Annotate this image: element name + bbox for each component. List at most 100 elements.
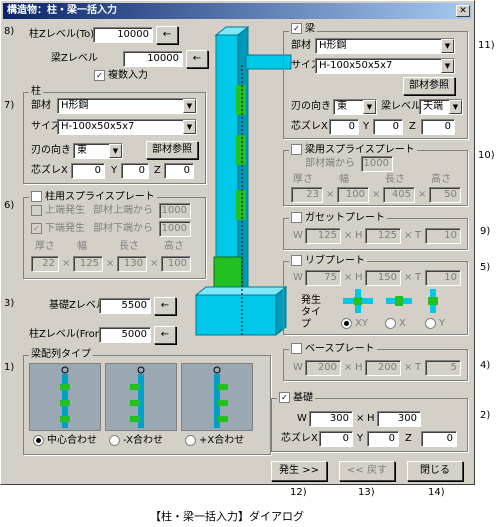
layout-preview-minus-x[interactable] bbox=[105, 363, 177, 431]
gusset-w-input[interactable]: 125 bbox=[305, 228, 341, 244]
times-icon: × bbox=[150, 258, 159, 269]
beam-y-label: Y bbox=[363, 121, 370, 132]
beam-member-select[interactable]: H形鋼▼ bbox=[315, 38, 455, 54]
close-button[interactable]: 閉じる bbox=[407, 461, 463, 481]
gusset-h-input[interactable]: 125 bbox=[365, 228, 401, 244]
multi-input-checkbox[interactable]: ✓複数入力 bbox=[94, 69, 148, 83]
rib-h-input[interactable]: 150 bbox=[365, 270, 401, 286]
gusset-t-label: T bbox=[415, 230, 422, 241]
rib-radio-y[interactable]: Y bbox=[425, 317, 445, 331]
col-splice-upper-input[interactable]: 1000 bbox=[159, 203, 191, 219]
gusset-t-input[interactable]: 10 bbox=[425, 228, 461, 244]
baseplate-t-input[interactable]: 5 bbox=[425, 360, 461, 376]
found-z-input[interactable]: 5500 bbox=[99, 298, 151, 314]
beam-size-label: サイズ bbox=[291, 60, 321, 71]
gusset-h-label: H bbox=[355, 230, 363, 241]
radio-icon bbox=[185, 434, 196, 446]
foundation-title[interactable]: ✓基礎 bbox=[277, 392, 315, 405]
col-splice-lower-input[interactable]: 1000 bbox=[159, 221, 191, 237]
beam-offset-x[interactable]: 0 bbox=[329, 119, 359, 135]
foundation-z-label: Z bbox=[405, 433, 412, 444]
layout-preview-plus-x[interactable] bbox=[181, 363, 253, 431]
rib-w-input[interactable]: 75 bbox=[305, 270, 341, 286]
col-splice-len[interactable]: 130 bbox=[117, 256, 147, 272]
column-size-select[interactable]: H-100x50x5x7▼ bbox=[57, 119, 197, 135]
beam-offset-z[interactable]: 0 bbox=[421, 119, 455, 135]
foundation-h-input[interactable]: 300 bbox=[377, 411, 421, 427]
column-offset-x[interactable]: 0 bbox=[71, 163, 105, 179]
column-offset-y[interactable]: 0 bbox=[121, 163, 149, 179]
col-splice-thick[interactable]: 22 bbox=[31, 256, 59, 272]
beam-splice-title[interactable]: 梁用スプライスプレート bbox=[289, 144, 417, 157]
beam-dir-select[interactable]: 東▼ bbox=[333, 99, 377, 115]
beam-splice-width[interactable]: 100 bbox=[337, 187, 369, 203]
found-z-label: 基礎Zレベル bbox=[49, 300, 106, 311]
column-member-select[interactable]: H形鋼▼ bbox=[57, 98, 197, 114]
gusset-title[interactable]: ガセットプレート bbox=[289, 212, 387, 225]
rib-label: リブプレート bbox=[305, 255, 365, 267]
layout-plus-x-label: +X合わせ bbox=[199, 435, 245, 446]
layout-center-icon bbox=[60, 366, 70, 428]
col-splice-width[interactable]: 125 bbox=[73, 256, 103, 272]
beam-z-pick-button[interactable]: ← bbox=[186, 50, 208, 68]
times-icon: × bbox=[372, 189, 381, 200]
column-dir-select[interactable]: 東▼ bbox=[73, 143, 123, 159]
beam-group-title[interactable]: ✓梁 bbox=[289, 23, 317, 36]
layout-plus-x-icon bbox=[213, 366, 228, 428]
chevron-down-icon: ▼ bbox=[109, 144, 122, 158]
foundation-y-label: Y bbox=[357, 433, 364, 444]
col-splice-title[interactable]: 柱用スプライスプレート bbox=[29, 191, 157, 204]
rib-x-icon[interactable] bbox=[386, 289, 412, 313]
layout-center-label: 中心合わせ bbox=[47, 435, 97, 446]
checkbox-icon bbox=[31, 204, 42, 216]
generate-button[interactable]: 発生 >> bbox=[271, 461, 327, 481]
beam-splice-len[interactable]: 405 bbox=[383, 187, 415, 203]
rib-radio-x[interactable]: X bbox=[385, 317, 406, 331]
rib-xy-icon[interactable] bbox=[343, 289, 373, 313]
foundation-offset-y[interactable]: 0 bbox=[367, 431, 399, 447]
baseplate-w-input[interactable]: 200 bbox=[305, 360, 341, 376]
beam-size-select[interactable]: H-100x50x5x7▼ bbox=[315, 58, 455, 74]
column-z-label: Z bbox=[154, 165, 161, 176]
beam-level-select[interactable]: 天端▼ bbox=[419, 99, 463, 115]
col-splice-upper[interactable]: 上端発生 bbox=[31, 204, 85, 218]
column-offset-z[interactable]: 0 bbox=[164, 163, 194, 179]
beam-layout-title: 梁配列タイプ bbox=[29, 349, 93, 361]
beam-ref-button[interactable]: 部材参照 bbox=[403, 77, 455, 95]
baseplate-title[interactable]: ベースプレート bbox=[289, 343, 377, 356]
rib-title[interactable]: リブプレート bbox=[289, 255, 367, 268]
foundation-offset-x[interactable]: 0 bbox=[319, 431, 353, 447]
annotation-11: 11) bbox=[478, 40, 495, 51]
rib-group bbox=[283, 261, 468, 335]
col-from-input[interactable]: 5000 bbox=[99, 327, 151, 343]
beam-splice-from-input[interactable]: 1000 bbox=[361, 156, 393, 172]
rib-radio-xy[interactable]: XY bbox=[341, 317, 368, 331]
col-splice-height[interactable]: 100 bbox=[161, 256, 191, 272]
annotation-12: 12) bbox=[290, 487, 307, 498]
baseplate-h-input[interactable]: 200 bbox=[365, 360, 401, 376]
col-from-pick-button[interactable]: ← bbox=[154, 326, 176, 344]
rib-t-input[interactable]: 10 bbox=[425, 270, 461, 286]
col-splice-h-len: 長さ bbox=[119, 241, 139, 252]
foundation-offset-z[interactable]: 0 bbox=[421, 431, 457, 447]
beam-splice-thick[interactable]: 23 bbox=[291, 187, 323, 203]
column-ref-button[interactable]: 部材参照 bbox=[146, 141, 198, 159]
beam-splice-height[interactable]: 50 bbox=[429, 187, 461, 203]
col-splice-lower[interactable]: ✓下端発生 bbox=[31, 222, 85, 236]
beam-z-input[interactable]: 10000 bbox=[123, 51, 183, 67]
beam-offset-y[interactable]: 0 bbox=[373, 119, 403, 135]
foundation-w-input[interactable]: 300 bbox=[309, 411, 353, 427]
back-button[interactable]: << 戻す bbox=[339, 461, 395, 481]
annotation-7: 7) bbox=[4, 100, 15, 111]
rib-y-icon[interactable] bbox=[426, 289, 440, 313]
col-top-input[interactable]: 10000 bbox=[93, 27, 153, 43]
radio-icon bbox=[425, 317, 436, 329]
found-z-pick-button[interactable]: ← bbox=[154, 297, 176, 315]
layout-radio-center[interactable]: 中心合わせ bbox=[33, 434, 97, 448]
layout-radio-plus-x[interactable]: +X合わせ bbox=[185, 434, 244, 448]
close-icon[interactable]: ✕ bbox=[456, 5, 470, 17]
layout-radio-minus-x[interactable]: -X合わせ bbox=[109, 434, 163, 448]
column-dir-value: 東 bbox=[77, 145, 87, 156]
layout-preview-center[interactable] bbox=[29, 363, 101, 431]
col-top-pick-button[interactable]: ← bbox=[156, 26, 178, 44]
